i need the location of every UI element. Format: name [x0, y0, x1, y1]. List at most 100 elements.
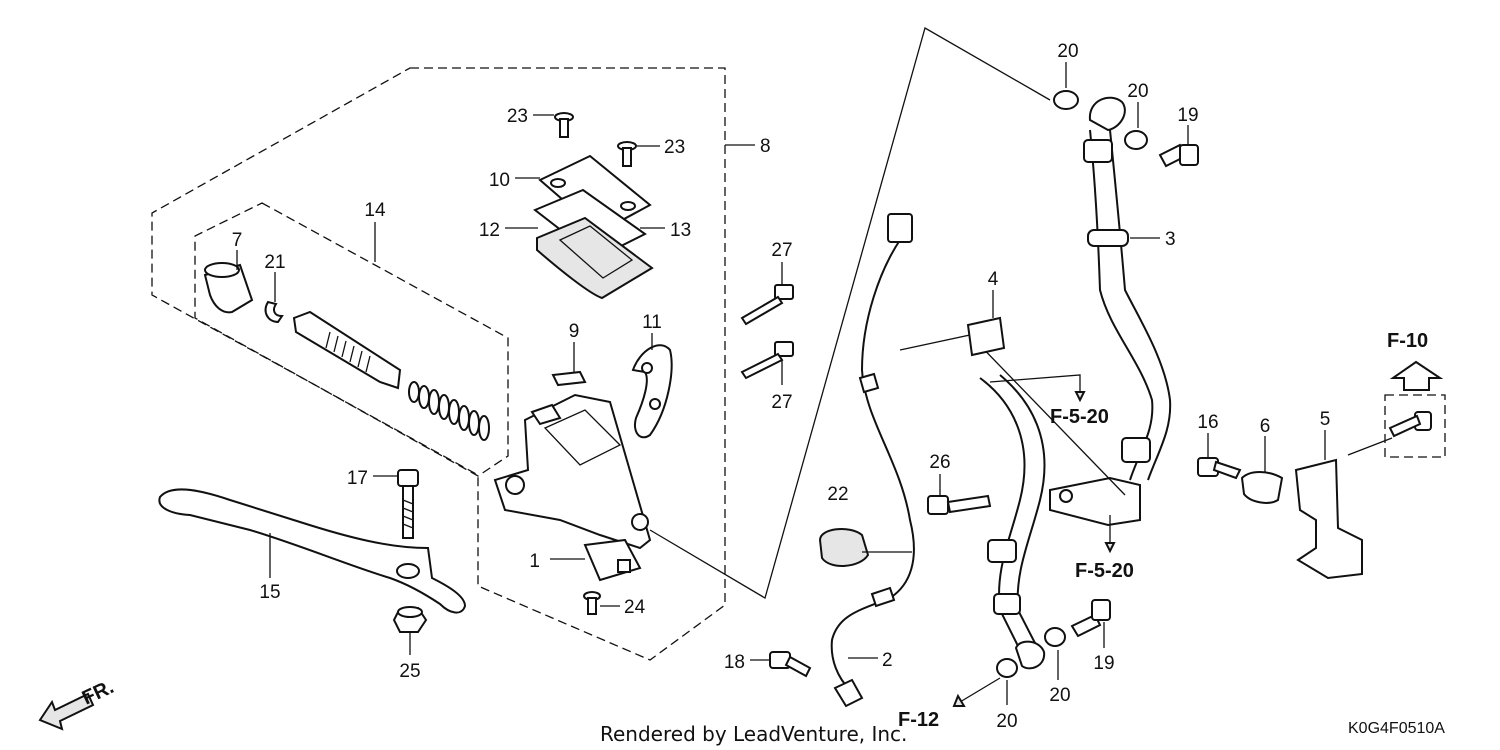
f10-bolt: [1388, 411, 1432, 438]
hose-ferrule-bottom: [1121, 437, 1151, 463]
callout-20c: 20: [1049, 685, 1070, 706]
f520-upper-arrowhead: [1074, 391, 1086, 403]
callout-1: 1: [529, 551, 540, 572]
callout-21: 21: [264, 252, 285, 273]
f10-reference-box: [1384, 394, 1446, 458]
stop-switch-terminal: [617, 559, 631, 573]
callout-16: 16: [1197, 412, 1218, 433]
callout-15: 15: [259, 582, 280, 603]
clamp-bolt-hole-bottom: [649, 398, 661, 410]
callout-13: 13: [670, 220, 691, 241]
cable-clamp: [818, 528, 870, 567]
pivot-bolt-head: [397, 469, 419, 487]
callout-5: 5: [1320, 409, 1331, 430]
sensor-grommet: [858, 372, 880, 394]
sensor-cable: [830, 239, 915, 691]
pivot-bolt-thread: [402, 499, 414, 529]
holder-bolt-1: [740, 284, 794, 326]
lower-hose-ferrule-1: [987, 539, 1017, 563]
callout-23b: 23: [664, 137, 685, 158]
callout-24: 24: [624, 597, 646, 618]
callout-25: 25: [399, 661, 420, 682]
hose-eye-upper: [1088, 96, 1126, 132]
callout-19a: 19: [1177, 105, 1198, 126]
joint-bolt-hole: [1059, 489, 1073, 503]
callout-8: 8: [760, 136, 771, 157]
pivot-nut-top: [397, 606, 423, 618]
hose-grommet-upper: [1087, 229, 1129, 247]
f10-up-arrow: [1389, 360, 1444, 391]
callout-23a: 23: [507, 106, 528, 127]
clamp-hole: [631, 513, 649, 531]
upper-hose-outer: [1089, 129, 1154, 481]
callout-2: 2: [882, 650, 893, 671]
hose-guide: [1240, 471, 1284, 504]
switch-clip: [551, 370, 587, 387]
sensor-connector: [887, 213, 913, 243]
clamp-bolt-hole-top: [641, 362, 653, 374]
ref-f-10: F-10: [1387, 330, 1428, 352]
callout-26: 26: [929, 452, 950, 473]
callout-10: 10: [489, 170, 510, 191]
callout-20b: 20: [1127, 81, 1148, 102]
piston: [292, 310, 402, 390]
f10-leader: [1347, 437, 1393, 456]
sensor-tip: [833, 678, 864, 708]
callout-12: 12: [479, 220, 500, 241]
callout-27a: 27: [771, 240, 792, 261]
dust-boot-top: [204, 262, 240, 278]
cap-screw-1: [554, 112, 574, 138]
lower-hose-outer: [979, 377, 1026, 651]
diagram-code: K0G4F0510A: [1348, 720, 1445, 737]
fr-direction-arrow: [38, 692, 95, 731]
ref-f-12: F-12: [898, 709, 939, 731]
hose-ferrule-top: [1083, 139, 1113, 163]
cap-screw-2: [617, 141, 637, 167]
piston-cups: [325, 331, 371, 373]
lower-hose-inner: [999, 374, 1046, 646]
callout-6: 6: [1260, 416, 1271, 437]
washer-bottom-1: [996, 658, 1018, 678]
connector-triangle: [649, 27, 1051, 599]
mirror-boss: [530, 403, 562, 426]
callout-20d: 20: [996, 711, 1017, 732]
sensor-bolt: [769, 651, 812, 678]
hose-bolt-upper: [1158, 143, 1199, 168]
lower-hose-ferrule-2: [993, 593, 1021, 615]
callout-7: 7: [232, 230, 243, 251]
master-cylinder-assembly-outline: [151, 67, 726, 661]
lever-pivot-hole: [396, 563, 420, 579]
f520-upper-leader: [989, 374, 1081, 395]
callout-17: 17: [347, 468, 368, 489]
reservoir-opening: [543, 409, 622, 466]
cap-screw-hole-left: [550, 178, 566, 188]
f12-leader: [959, 677, 1001, 703]
callout-4: 4: [988, 269, 999, 290]
callout-11: 11: [642, 312, 662, 333]
cap-screw-hole-right: [620, 201, 636, 211]
return-spring: [408, 381, 490, 441]
ref-f-5-20-upper: F-5-20: [1050, 406, 1109, 428]
ref-f-5-20-lower: F-5-20: [1075, 560, 1134, 582]
hose-eye-lower: [1014, 640, 1046, 670]
callout-14: 14: [364, 200, 386, 221]
circlip: [264, 300, 284, 324]
callout-19b: 19: [1093, 653, 1114, 674]
callout-3: 3: [1165, 229, 1176, 250]
cable-band: [870, 586, 896, 608]
switch-screw: [583, 591, 601, 615]
brake-hose-joint: [1049, 476, 1141, 527]
washer-bottom-2: [1044, 627, 1066, 647]
holder-bolt-2: [740, 341, 794, 380]
washer-top-2: [1124, 130, 1148, 150]
piston-set-outline: [194, 202, 509, 477]
body-boss: [505, 475, 525, 495]
handlebar-clamp: [631, 344, 673, 439]
stay-bolt: [1197, 457, 1242, 480]
f12-arrowhead: [952, 693, 966, 707]
hose-bolt-lower: [1070, 599, 1111, 638]
f520-lower-arrowhead: [1104, 542, 1116, 554]
brake-lever: [158, 488, 467, 614]
